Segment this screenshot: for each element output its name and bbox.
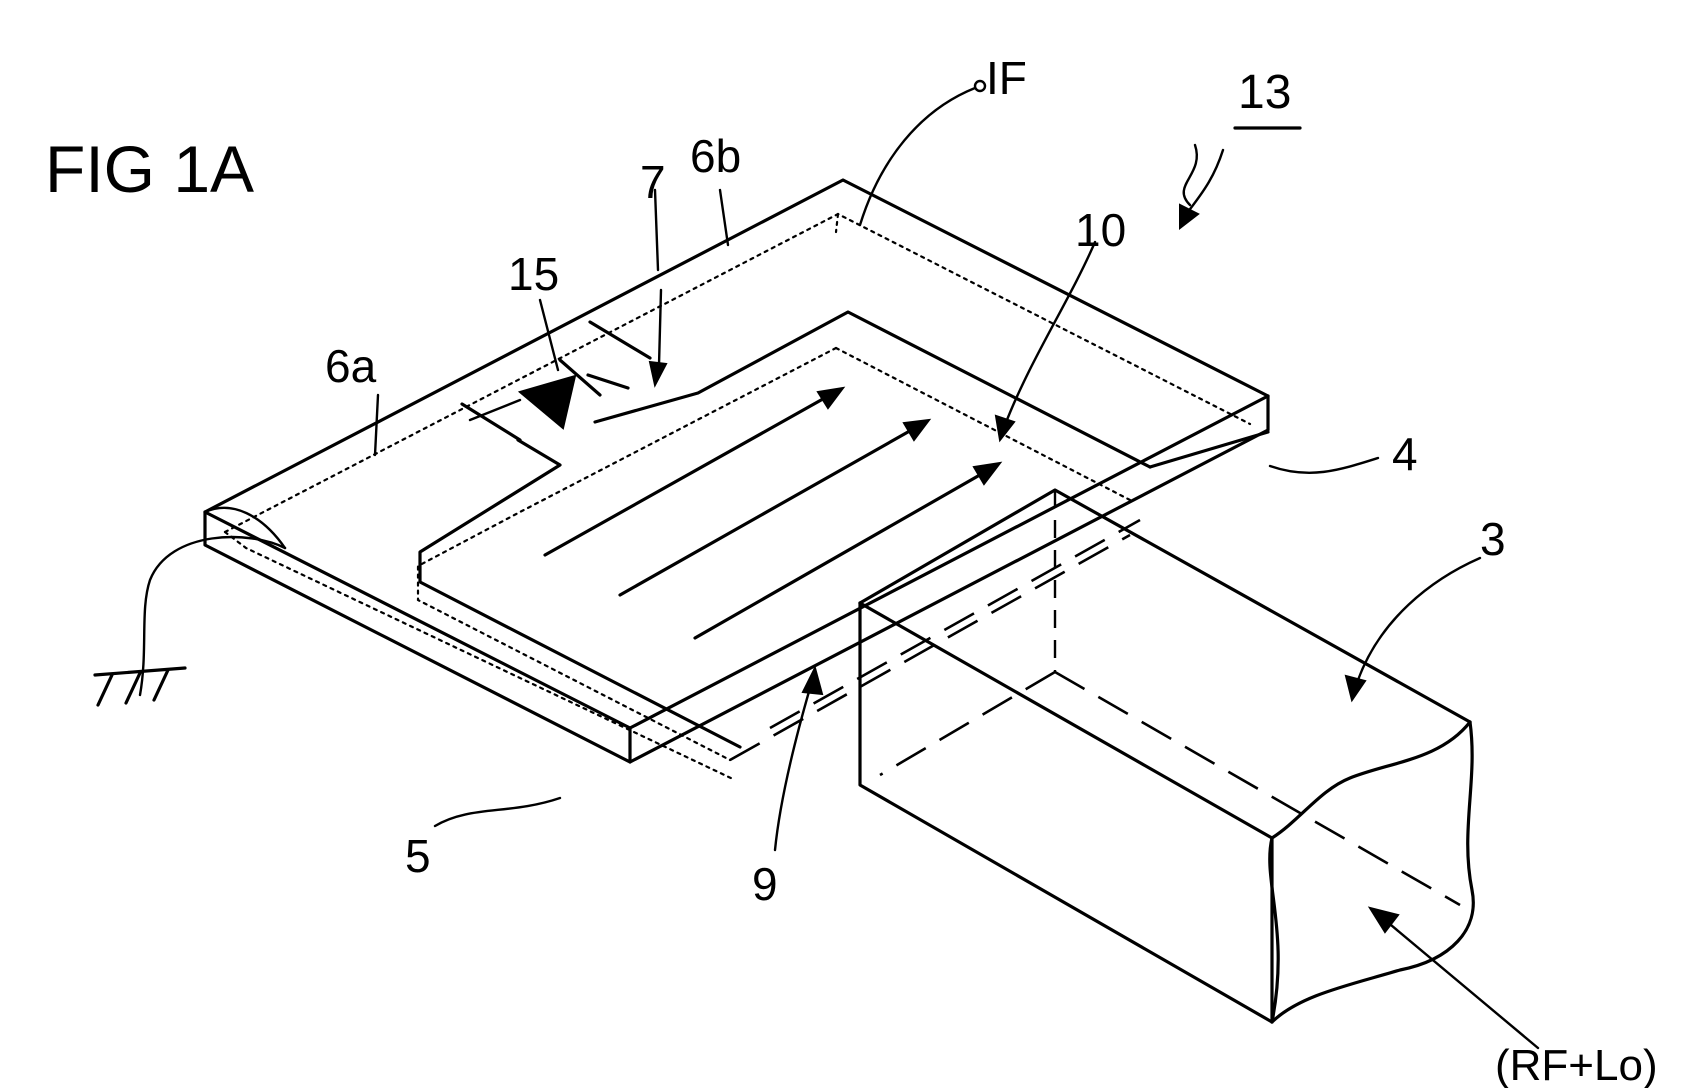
label-3: 3 xyxy=(1480,513,1506,565)
input-signal-label: (RF+Lo) xyxy=(1495,1041,1658,1088)
waveguide xyxy=(730,490,1473,1022)
if-port-label: IF xyxy=(986,52,1027,104)
label-7: 7 xyxy=(640,156,666,208)
label-9: 9 xyxy=(752,858,778,910)
label-5: 5 xyxy=(405,830,431,882)
reference-number-label: 13 xyxy=(1238,66,1291,119)
leader-lines xyxy=(140,81,1538,1048)
ground-symbol xyxy=(95,668,185,705)
figure-title: FIG 1A xyxy=(45,132,254,206)
label-10: 10 xyxy=(1075,204,1126,256)
label-6a: 6a xyxy=(325,340,377,392)
label-4: 4 xyxy=(1392,428,1418,480)
dotted-boundaries xyxy=(225,214,1250,780)
metallisation-pattern xyxy=(420,312,1268,747)
label-15: 15 xyxy=(508,248,559,300)
field-arrows xyxy=(545,388,1000,638)
label-6b: 6b xyxy=(690,130,741,182)
